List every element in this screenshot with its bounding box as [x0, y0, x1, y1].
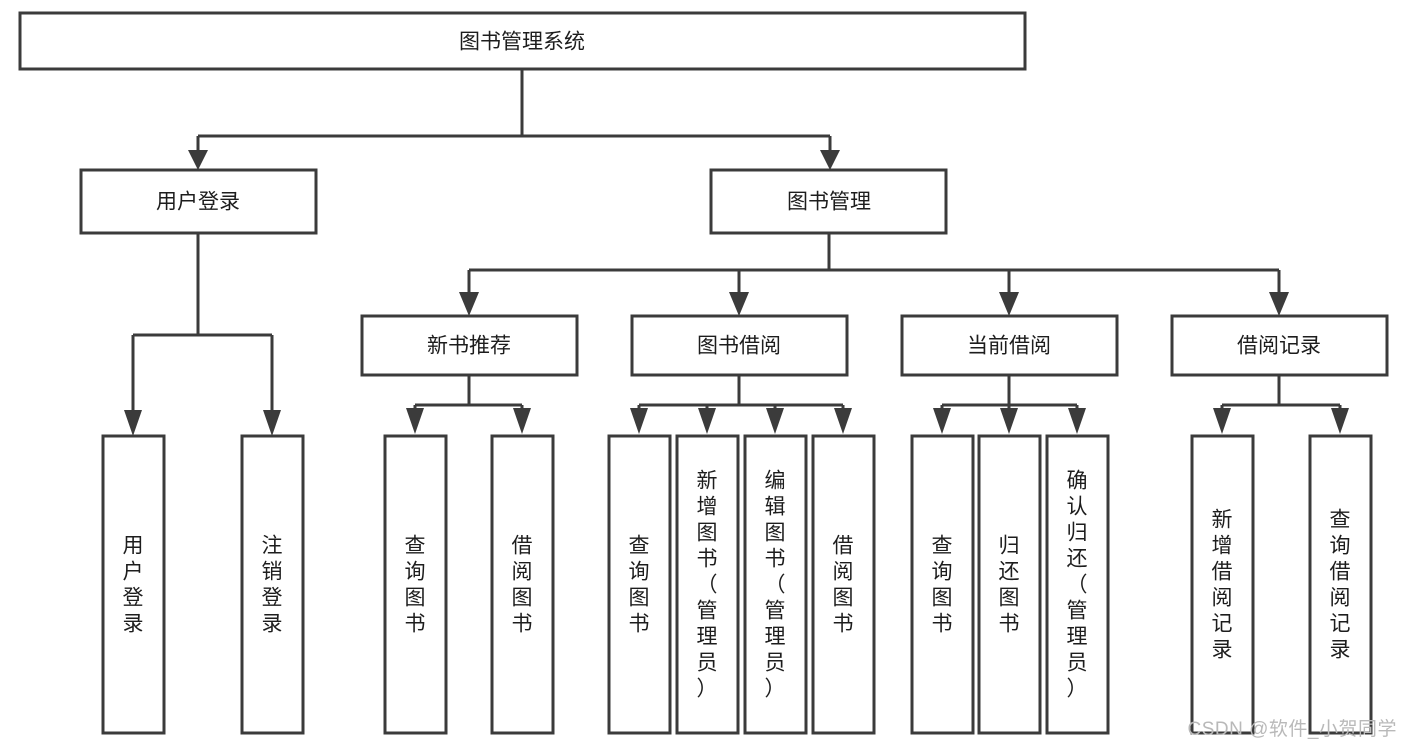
- node-book-manage[interactable]: 图书管理: [709, 168, 948, 235]
- node-current-borrow[interactable]: 当前借阅: [900, 314, 1119, 377]
- arrow-head-userlogin-leaf-1: [124, 410, 142, 436]
- leaf-current-borrow-3[interactable]: 确认归还（管理员）: [1045, 434, 1110, 735]
- leaf-user-login-2-box[interactable]: [240, 434, 305, 735]
- node-book-manage-label: 图书管理: [787, 191, 871, 214]
- leaf-current-borrow-2-box[interactable]: [977, 434, 1042, 735]
- leaf-user-login-2-label: 注销登录: [262, 534, 283, 635]
- leaf-current-borrow-2[interactable]: 归还图书: [977, 434, 1042, 735]
- node-current-borrow-label: 当前借阅: [967, 335, 1051, 358]
- arrow-head-newbook-leaf-2: [513, 408, 531, 434]
- arrow-head-userlogin-leaf-2: [263, 410, 281, 436]
- leaf-current-borrow-1-label: 查询图书: [932, 534, 953, 635]
- leaf-book-borrow-4-label: 借阅图书: [833, 534, 854, 635]
- node-user-login-box[interactable]: [79, 168, 318, 235]
- leaf-borrow-record-2-label: 查询借阅记录: [1330, 508, 1351, 661]
- leaf-new-book-recommend-1[interactable]: 查询图书: [383, 434, 448, 735]
- node-current-borrow-box[interactable]: [900, 314, 1119, 377]
- leaf-current-borrow-3-box[interactable]: [1045, 434, 1110, 735]
- leaf-user-login-1-label: 用户登录: [123, 534, 144, 635]
- leaf-user-login-1-box[interactable]: [101, 434, 166, 735]
- leaf-new-book-recommend-1-box[interactable]: [383, 434, 448, 735]
- arrow-head-bookborrow-leaf-1: [630, 408, 648, 434]
- leaf-current-borrow-1-box[interactable]: [910, 434, 975, 735]
- leaf-borrow-record-1-label: 新增借阅记录: [1212, 508, 1233, 661]
- leaf-borrow-record-2-box[interactable]: [1308, 434, 1373, 735]
- arrow-head-level3-1: [459, 292, 479, 316]
- arrow-head-borrowrecord-leaf-1: [1213, 408, 1231, 434]
- leaf-borrow-record-2[interactable]: 查询借阅记录: [1308, 434, 1373, 735]
- node-borrow-record-box[interactable]: [1170, 314, 1389, 377]
- arrow-head-currentborrow-leaf-1: [933, 408, 951, 434]
- node-borrow-record[interactable]: 借阅记录: [1170, 314, 1389, 377]
- node-book-manage-box[interactable]: [709, 168, 948, 235]
- node-root-system-label: 图书管理系统: [459, 31, 585, 54]
- node-new-book-recommend-box[interactable]: [360, 314, 579, 377]
- leaf-book-borrow-2[interactable]: 新增图书（管理员）: [675, 434, 740, 735]
- node-book-borrow[interactable]: 图书借阅: [630, 314, 849, 377]
- arrow-head-newbook-leaf-1: [406, 408, 424, 434]
- leaf-book-borrow-2-label: 新增图书（管理员）: [697, 469, 718, 700]
- arrow-head-currentborrow-leaf-2: [1000, 408, 1018, 434]
- node-borrow-record-label: 借阅记录: [1237, 335, 1321, 358]
- arrow-head-bookborrow-leaf-4: [834, 408, 852, 434]
- leaf-current-borrow-1[interactable]: 查询图书: [910, 434, 975, 735]
- leaf-book-borrow-2-box[interactable]: [675, 434, 740, 735]
- arrow-head-book-manage: [820, 150, 840, 170]
- arrow-head-bookborrow-leaf-2: [698, 408, 716, 434]
- node-user-login-label: 用户登录: [156, 191, 240, 214]
- arrow-head-borrowrecord-leaf-2: [1331, 408, 1349, 434]
- leaf-book-borrow-1-label: 查询图书: [629, 534, 650, 635]
- node-book-borrow-label: 图书借阅: [697, 335, 781, 358]
- arrow-head-user-login: [188, 150, 208, 170]
- leaf-new-book-recommend-1-label: 查询图书: [405, 534, 426, 635]
- leaf-current-borrow-2-label: 归还图书: [999, 534, 1020, 635]
- leaf-book-borrow-4-box[interactable]: [811, 434, 876, 735]
- leaf-borrow-record-1[interactable]: 新增借阅记录: [1190, 434, 1255, 735]
- node-book-borrow-box[interactable]: [630, 314, 849, 377]
- leaf-book-borrow-1-box[interactable]: [607, 434, 672, 735]
- node-user-login[interactable]: 用户登录: [79, 168, 318, 235]
- leaf-current-borrow-3-label: 确认归还（管理员）: [1067, 469, 1088, 700]
- leaf-book-borrow-3-label: 编辑图书（管理员）: [765, 469, 786, 700]
- connector-layer: [124, 69, 1349, 436]
- arrow-head-level3-2: [729, 292, 749, 316]
- arrow-head-level3-4: [1269, 292, 1289, 316]
- leaf-book-borrow-1[interactable]: 查询图书: [607, 434, 672, 735]
- leaf-new-book-recommend-2-box[interactable]: [490, 434, 555, 735]
- leaf-user-login-2[interactable]: 注销登录: [240, 434, 305, 735]
- leaf-book-borrow-3-box[interactable]: [743, 434, 808, 735]
- arrow-head-level3-3: [999, 292, 1019, 316]
- leaf-borrow-record-1-box[interactable]: [1190, 434, 1255, 735]
- node-new-book-recommend[interactable]: 新书推荐: [360, 314, 579, 377]
- leaf-book-borrow-3[interactable]: 编辑图书（管理员）: [743, 434, 808, 735]
- leaf-user-login-1[interactable]: 用户登录: [101, 434, 166, 735]
- leaf-new-book-recommend-2-label: 借阅图书: [512, 534, 533, 635]
- node-root-system-box[interactable]: [18, 11, 1027, 71]
- node-root-system[interactable]: 图书管理系统: [18, 11, 1027, 71]
- arrow-head-bookborrow-leaf-3: [766, 408, 784, 434]
- arrow-head-currentborrow-leaf-3: [1068, 408, 1086, 434]
- leaf-book-borrow-4[interactable]: 借阅图书: [811, 434, 876, 735]
- leaf-new-book-recommend-2[interactable]: 借阅图书: [490, 434, 555, 735]
- node-new-book-recommend-label: 新书推荐: [427, 335, 511, 358]
